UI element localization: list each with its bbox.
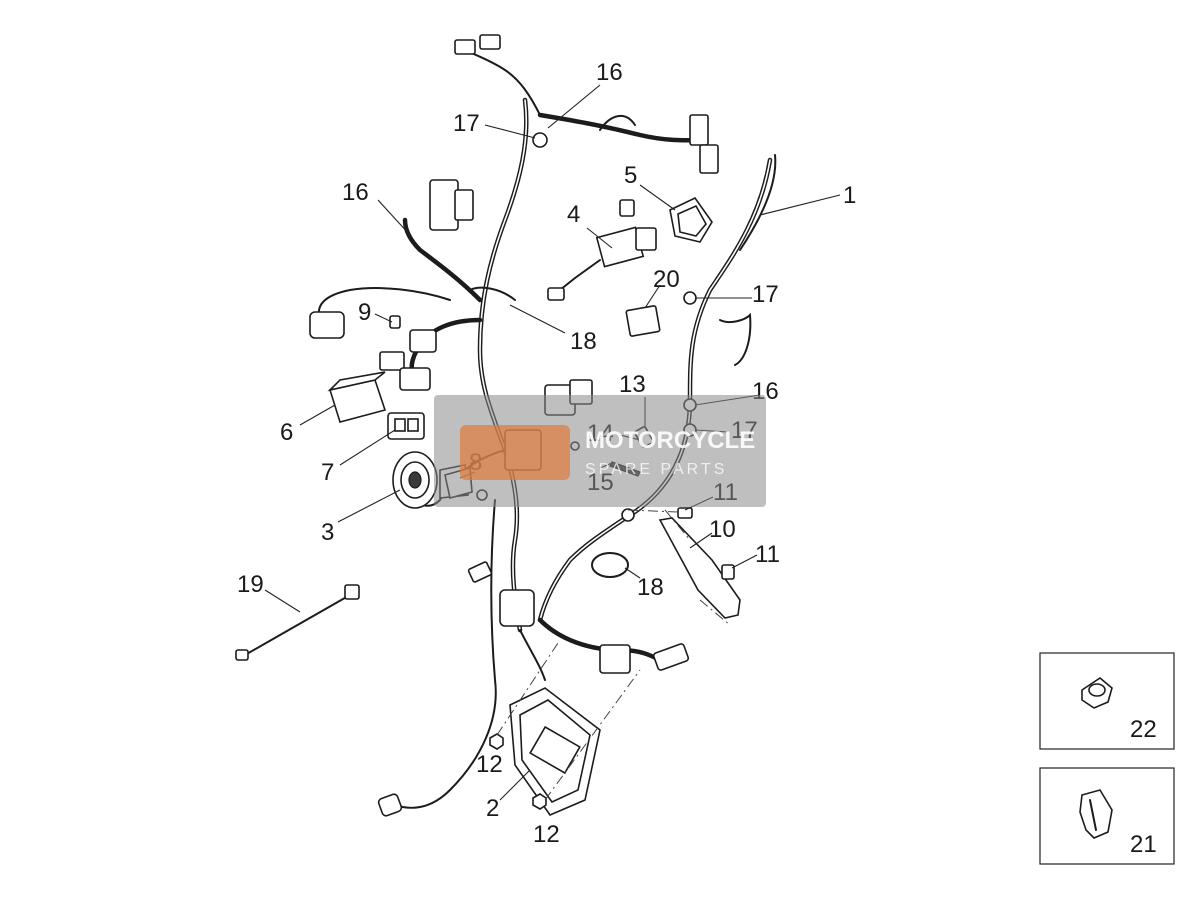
- callout-21: 21: [1130, 831, 1157, 858]
- callout-3: 3: [321, 519, 334, 546]
- callout-17-right-upper: 17: [752, 281, 779, 308]
- callout-18-lower: 18: [637, 574, 664, 601]
- callout-22: 22: [1130, 716, 1157, 743]
- fastener-part-9: [389, 315, 401, 329]
- callout-17-top: 17: [453, 110, 480, 137]
- callout-11-lower: 11: [755, 541, 780, 568]
- callout-19: 19: [237, 571, 264, 598]
- callout-9: 9: [358, 299, 371, 326]
- watermark: MOTORCYCLE SPARE PARTS: [434, 395, 766, 507]
- main-wiring-harness: [317, 49, 777, 809]
- callout-12-lower: 12: [533, 821, 560, 848]
- relay-part-4: [547, 199, 657, 301]
- callout-7: 7: [321, 459, 334, 486]
- module-part-6: [327, 371, 387, 423]
- bolt-part-11: [627, 507, 735, 580]
- callout-16-top: 16: [596, 59, 623, 86]
- callout-10: 10: [709, 516, 736, 543]
- callout-16-left: 16: [342, 179, 369, 206]
- sensor-part-19: [235, 584, 360, 661]
- callout-4: 4: [567, 201, 580, 228]
- inset-part-22: 22: [1039, 652, 1175, 750]
- callout-20: 20: [653, 266, 680, 293]
- nut-part-12: [489, 639, 641, 810]
- callout-13: 13: [619, 371, 646, 398]
- relay-part-20: [625, 305, 661, 337]
- callout-5: 5: [624, 162, 637, 189]
- tie-strap-part-18: [469, 286, 629, 578]
- watermark-line2: SPARE PARTS: [585, 461, 727, 478]
- callout-18-upper: 18: [570, 328, 597, 355]
- fuse-box-part-7: [387, 412, 425, 440]
- control-unit-part-2: [509, 687, 601, 816]
- watermark-line1: MOTORCYCLE: [585, 427, 755, 454]
- callout-1: 1: [843, 182, 856, 209]
- callout-6: 6: [280, 419, 293, 446]
- watermark-logo: [460, 425, 570, 480]
- callout-12-upper: 12: [476, 751, 503, 778]
- inset-part-21: 21: [1039, 767, 1175, 865]
- sensor-end: [377, 793, 403, 817]
- callout-2: 2: [486, 795, 499, 822]
- plate-part-10: [658, 509, 741, 626]
- boot-part-5: [669, 196, 713, 243]
